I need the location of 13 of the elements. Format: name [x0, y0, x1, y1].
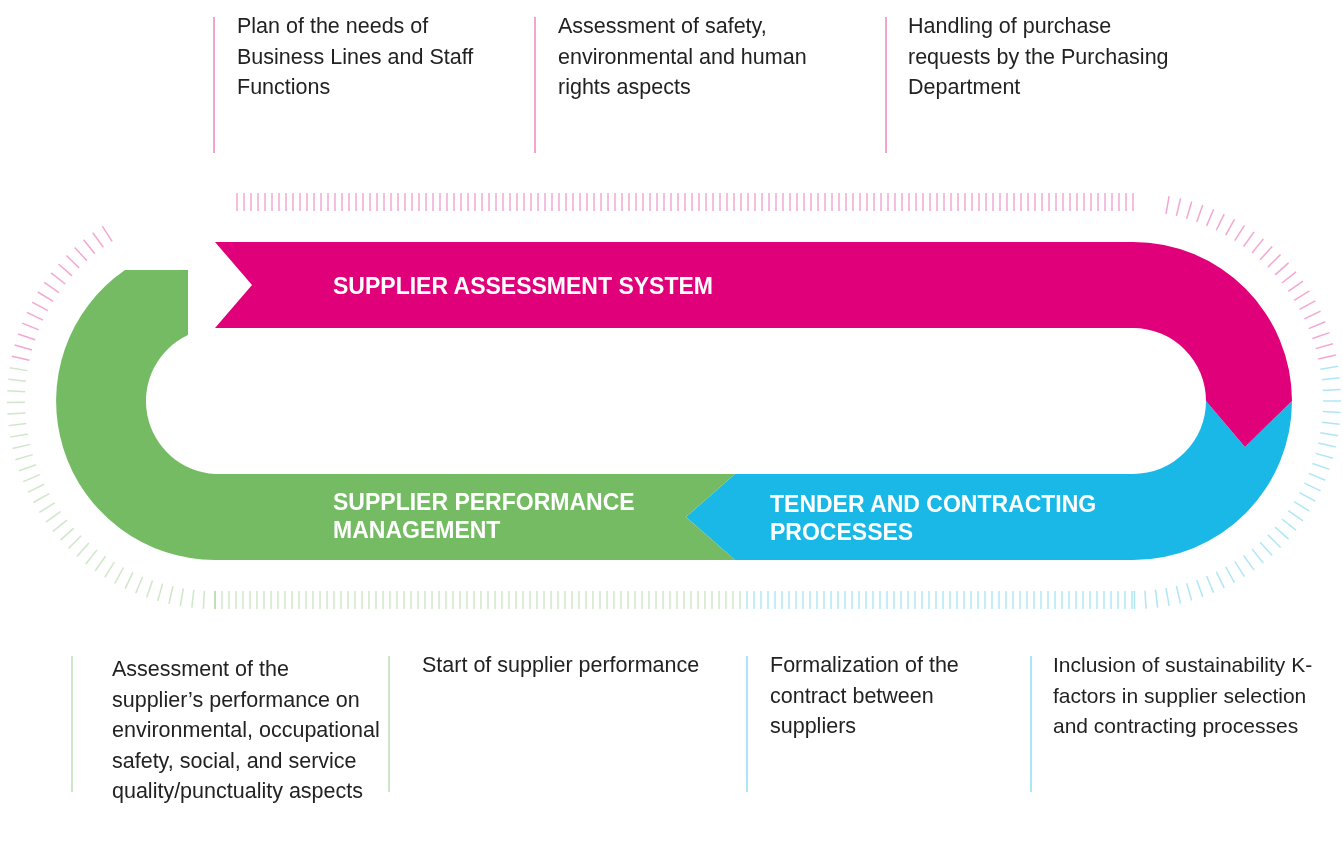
- arrow-band: [215, 242, 1292, 447]
- band-title: SUPPLIER ASSESSMENT SYSTEM: [333, 272, 714, 300]
- step-description: Start of supplier performance: [422, 652, 701, 679]
- band-title: SUPPLIER PERFORMANCE MANAGEMENT: [333, 488, 636, 544]
- step-description: Handling of purchase requests by the Purchasing Department: [908, 13, 1170, 101]
- step-description: Assessment of safety, environmental and human rights aspects: [558, 13, 808, 101]
- step-description: Assessment of the supplier’s performance on environmental, occupational safety, social, and service quality/punctuality aspects: [112, 656, 381, 805]
- step-description: Plan of the needs of Business Lines and Staff Functions: [237, 13, 475, 101]
- arrow-band: [686, 401, 1292, 560]
- step-description: Inclusion of sustainability K-factors in supplier selection and contracting processes: [1053, 652, 1314, 739]
- band-title: TENDER AND CONTRACTING PROCESSES: [770, 490, 1098, 546]
- arrow-band: [56, 270, 735, 560]
- step-description: Formalization of the contract between suppliers: [770, 652, 960, 740]
